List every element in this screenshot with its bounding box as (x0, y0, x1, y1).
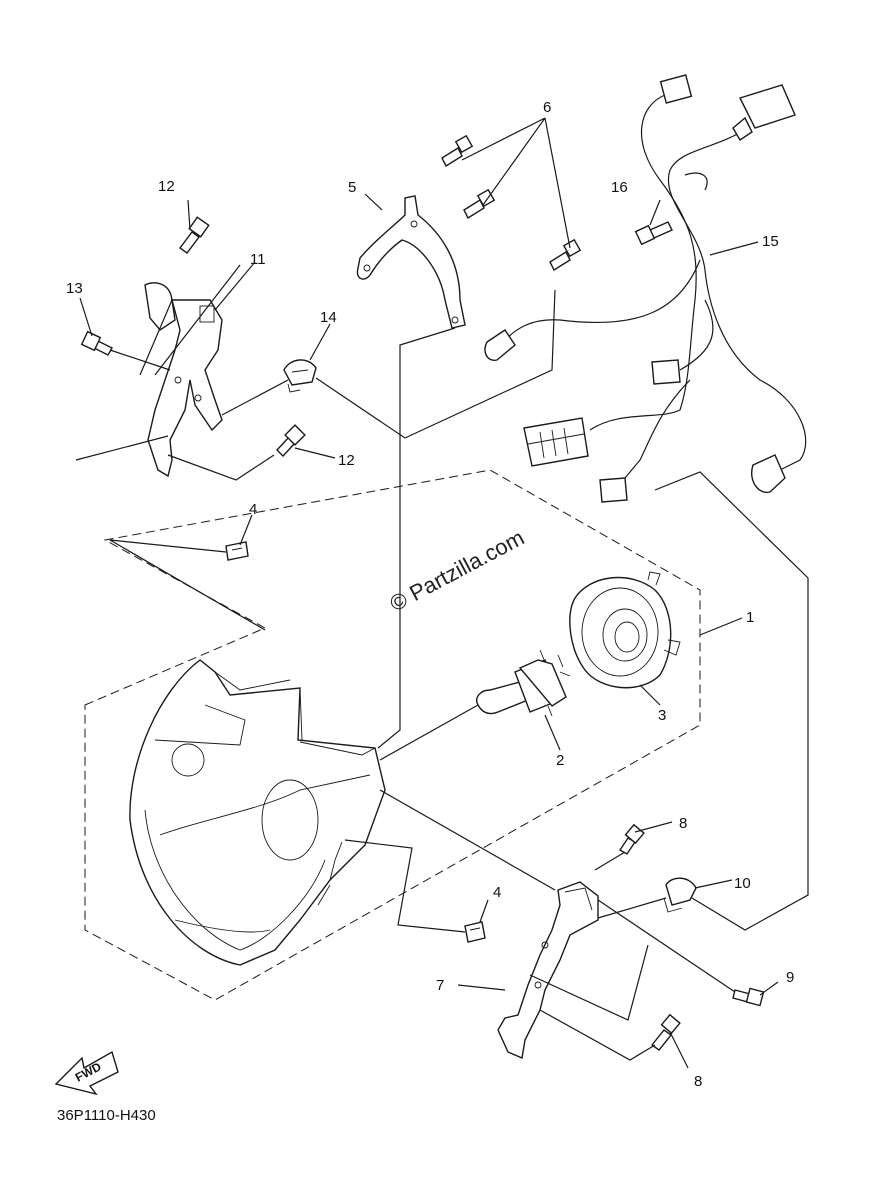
callout-16[interactable]: 16 (611, 179, 628, 196)
screw-8-lower[interactable] (650, 1013, 681, 1051)
callout-8-upper[interactable]: 8 (679, 815, 687, 832)
screw-6-upper[interactable] (441, 134, 474, 168)
socket-cover[interactable] (569, 571, 681, 689)
bolt-12-upper[interactable] (179, 216, 210, 254)
headlight-bulb[interactable] (476, 649, 571, 717)
bolt-9[interactable] (732, 987, 765, 1007)
clamp-10[interactable] (663, 877, 697, 913)
callout-13[interactable]: 13 (66, 280, 83, 297)
callout-8-lower[interactable]: 8 (694, 1073, 702, 1090)
callout-labels: 1 2 3 4 4 5 6 7 8 8 9 10 11 12 12 13 14 … (66, 99, 794, 1090)
left-stay[interactable] (144, 282, 223, 478)
clamp-14[interactable] (283, 359, 317, 393)
callout-12-upper[interactable]: 12 (158, 178, 175, 195)
callout-4-lower[interactable]: 4 (493, 884, 501, 901)
upper-bracket[interactable] (356, 195, 466, 329)
headlight-housing[interactable] (129, 659, 386, 966)
fwd-arrow-icon: FWD (54, 1050, 119, 1096)
nut-4-upper[interactable] (225, 541, 249, 561)
callout-4-upper[interactable]: 4 (249, 501, 257, 518)
watermark: © Partzilla.com (386, 525, 529, 617)
callout-6[interactable]: 6 (543, 99, 551, 116)
diagram-code: 36P1110-H430 (57, 1107, 156, 1124)
right-stay[interactable] (497, 881, 599, 1059)
callout-2[interactable]: 2 (556, 752, 564, 769)
callout-3[interactable]: 3 (658, 707, 666, 724)
bolt-13[interactable] (80, 330, 113, 356)
callout-7[interactable]: 7 (436, 977, 444, 994)
callout-15[interactable]: 15 (762, 233, 779, 250)
reference-lines (75, 117, 809, 1069)
screw-6-middle[interactable] (463, 188, 496, 220)
callout-14[interactable]: 14 (320, 309, 337, 326)
callout-10[interactable]: 10 (734, 875, 751, 892)
screw-6-lower[interactable] (549, 238, 582, 272)
nut-4-lower[interactable] (464, 921, 486, 943)
bolt-16[interactable] (634, 221, 673, 246)
callout-1[interactable]: 1 (746, 609, 754, 626)
wire-harness[interactable] (484, 74, 807, 503)
callout-12-lower[interactable]: 12 (338, 452, 355, 469)
bolt-12-lower[interactable] (276, 424, 306, 458)
callout-9[interactable]: 9 (786, 969, 794, 986)
screw-8-upper[interactable] (619, 823, 645, 855)
callout-11[interactable]: 11 (250, 251, 266, 268)
callout-5[interactable]: 5 (348, 179, 356, 196)
